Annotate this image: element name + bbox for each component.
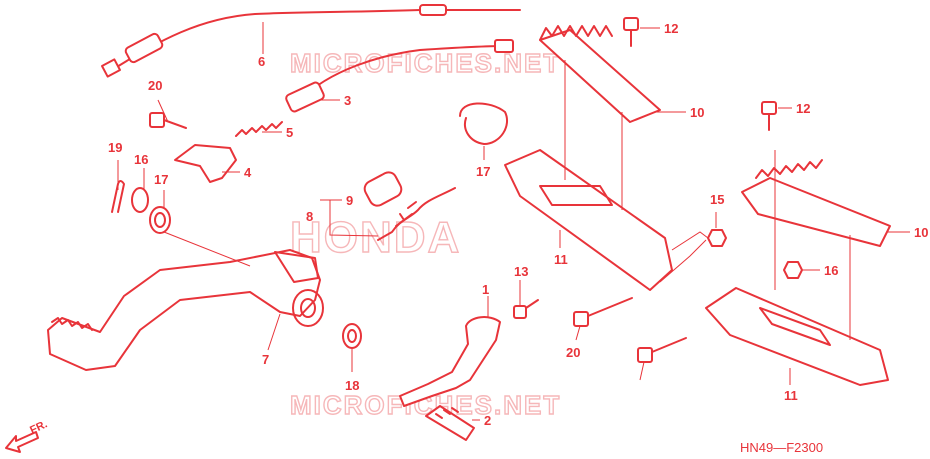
spring-cover: [363, 171, 403, 207]
callout-15: 17: [476, 164, 490, 179]
leader-lines: [117, 22, 910, 421]
step-upper: [539, 25, 661, 123]
bolt-12a: [623, 17, 639, 47]
callout-1: 1: [482, 282, 489, 297]
nut-17b: [783, 261, 803, 279]
callout-10a: 10: [690, 105, 704, 120]
brake-pedal: [47, 249, 324, 371]
diagram-code: HN49—F2300: [740, 440, 823, 455]
callout-11a: 11: [554, 252, 568, 267]
collar-16a: [149, 206, 171, 234]
callout-16a: 17: [154, 172, 168, 187]
callout-18: 19: [108, 140, 122, 155]
callout-8: 8: [306, 209, 313, 224]
callout-17a: 15: [710, 192, 724, 207]
step-bracket-lower: [705, 287, 889, 386]
callout-6: 6: [258, 54, 265, 69]
callout-16b: 18: [345, 378, 359, 393]
nut-17a: [707, 229, 727, 247]
bolt-12b: [761, 101, 777, 131]
callout-13: 13: [514, 264, 528, 279]
shift-pedal: [425, 405, 475, 441]
callout-5: 5: [286, 125, 293, 140]
callout-20a: 20: [566, 345, 580, 360]
callout-2: 2: [484, 413, 491, 428]
callout-12b: 12: [796, 101, 810, 116]
callout-17b: 16: [824, 263, 838, 278]
callout-19: 20: [148, 78, 162, 93]
bolt-20b: [637, 337, 687, 363]
watermark-center: HONDA: [290, 213, 461, 262]
callout-10b: 10: [914, 225, 928, 240]
bolt-19: [149, 112, 187, 129]
bolt-20a: [573, 297, 633, 327]
step-bracket-upper: [504, 149, 673, 291]
callout-4: 4: [244, 165, 252, 180]
bolt-13: [513, 299, 539, 319]
callout-14: 16: [134, 152, 148, 167]
front-direction-arrow: FR.: [5, 418, 49, 453]
callout-11b: 11: [784, 388, 798, 403]
washer-14: [131, 187, 149, 213]
callout-3: 3: [344, 93, 351, 108]
callout-9: 9: [346, 193, 353, 208]
callout-7: 7: [262, 352, 269, 367]
pedal-spring: [377, 187, 456, 241]
clip: [459, 102, 508, 145]
front-label: FR.: [28, 418, 49, 436]
cable-spring: [235, 121, 283, 137]
watermark-top: MICROFICHES.NET: [290, 48, 561, 78]
step-lower: [741, 159, 891, 247]
brake-cable-lower: [285, 39, 514, 113]
callout-12a: 12: [664, 21, 678, 36]
collar-16b: [342, 323, 362, 349]
cable-bracket: [174, 144, 237, 183]
brake-cable: [101, 4, 521, 78]
shift-arm: [399, 316, 501, 407]
